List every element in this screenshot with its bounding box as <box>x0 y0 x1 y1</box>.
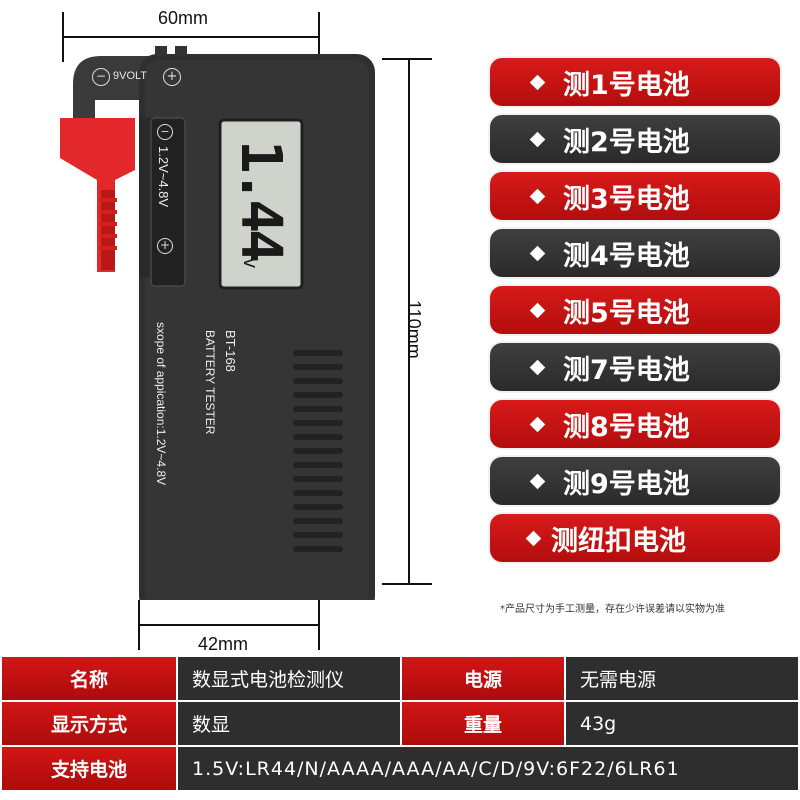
table-row: 显示方式 数显 重量 43g <box>0 700 800 747</box>
spec-label: 名称 <box>0 655 178 702</box>
diamond-bullet-icon <box>529 188 546 204</box>
battery-type-item: 测2号电池 <box>490 115 780 163</box>
spec-label: 显示方式 <box>0 700 178 747</box>
diamond-bullet-icon <box>529 473 546 489</box>
spec-label: 电源 <box>400 655 566 702</box>
height-dimension-line <box>408 58 410 584</box>
table-row: 名称 数显式电池检测仪 电源 无需电源 <box>0 655 800 702</box>
battery-type-item: 测9号电池 <box>490 457 780 505</box>
width-dimension-label: 60mm <box>158 8 209 28</box>
device-top-plus-icon: + <box>163 68 181 86</box>
lcd-reading-value: 1.44 <box>228 140 293 259</box>
battery-type-label: 测9号电池 <box>563 468 690 500</box>
diamond-bullet-icon <box>529 416 546 432</box>
battery-type-item: 测1号电池 <box>490 58 780 106</box>
diamond-bullet-icon <box>529 359 546 375</box>
device-name-label: BATTERY TESTER <box>203 330 217 435</box>
bottom-dimension-tick-right <box>318 600 320 650</box>
bottom-dimension-line <box>138 624 320 626</box>
battery-type-list: 测1号电池 测2号电池 测3号电池 测4号电池 测5号电池 测7号电池 测8号电… <box>490 58 780 571</box>
diamond-bullet-icon <box>529 302 546 318</box>
height-dimension-tick-top <box>382 58 432 60</box>
width-dimension-tick-left <box>62 12 64 62</box>
height-dimension-label: 110mm <box>404 300 424 359</box>
battery-type-item: 测5号电池 <box>490 286 780 334</box>
width-dimension-tick-right <box>318 12 320 62</box>
diamond-bullet-icon <box>529 131 546 147</box>
spec-value: 43g <box>564 700 800 747</box>
bottom-dimension-label: 42mm <box>198 634 249 654</box>
battery-type-label: 测2号电池 <box>563 126 690 158</box>
bottom-dimension-tick-left <box>138 600 140 650</box>
battery-type-item: 测纽扣电池 <box>490 514 780 562</box>
diamond-bullet-icon <box>529 74 546 90</box>
device-scope-label: sxope of appication:1.2V~4.8V <box>154 322 168 486</box>
battery-type-label: 测1号电池 <box>563 69 690 101</box>
device-top-minus-icon: − <box>92 68 110 86</box>
battery-type-label: 测5号电池 <box>563 297 690 329</box>
battery-type-item: 测7号电池 <box>490 343 780 391</box>
battery-tester-device <box>60 46 375 600</box>
spec-value: 无需电源 <box>564 655 800 702</box>
diamond-bullet-icon <box>529 245 546 261</box>
lcd-reading-unit: v <box>239 258 261 268</box>
voltage-slot-plus-icon: + <box>157 238 173 254</box>
diamond-bullet-icon <box>525 530 542 546</box>
battery-type-item: 测4号电池 <box>490 229 780 277</box>
spec-value: 1.5V:LR44/N/AAAA/AAA/AA/C/D/9V:6F22/6LR6… <box>176 745 800 792</box>
spec-value: 数显式电池检测仪 <box>176 655 402 702</box>
battery-type-label: 测7号电池 <box>563 354 690 386</box>
spec-value: 数显 <box>176 700 402 747</box>
spec-table: 名称 数显式电池检测仪 电源 无需电源 显示方式 数显 重量 43g 支持电池 … <box>0 655 800 792</box>
battery-type-item: 测3号电池 <box>490 172 780 220</box>
battery-type-label: 测8号电池 <box>563 411 690 443</box>
spec-label: 支持电池 <box>0 745 178 792</box>
battery-type-item: 测8号电池 <box>490 400 780 448</box>
height-dimension-tick-bottom <box>382 583 432 585</box>
battery-type-label: 测3号电池 <box>563 183 690 215</box>
device-top-label: 9VOLT <box>113 70 148 82</box>
measurement-note: *产品尺寸为手工测量，存在少许误差请以实物为准 <box>500 604 725 615</box>
spec-label: 重量 <box>400 700 566 747</box>
device-model-label: BT-168 <box>223 330 238 372</box>
voltage-slot-minus-icon: − <box>157 124 173 140</box>
width-dimension-line <box>62 36 320 38</box>
lcd-reading: 1.44 v <box>228 140 298 290</box>
battery-type-label: 测4号电池 <box>563 240 690 272</box>
table-row: 支持电池 1.5V:LR44/N/AAAA/AAA/AA/C/D/9V:6F22… <box>0 745 800 792</box>
voltage-range-label: 1.2V~4.8V <box>156 146 171 208</box>
battery-type-label: 测纽扣电池 <box>551 525 686 557</box>
